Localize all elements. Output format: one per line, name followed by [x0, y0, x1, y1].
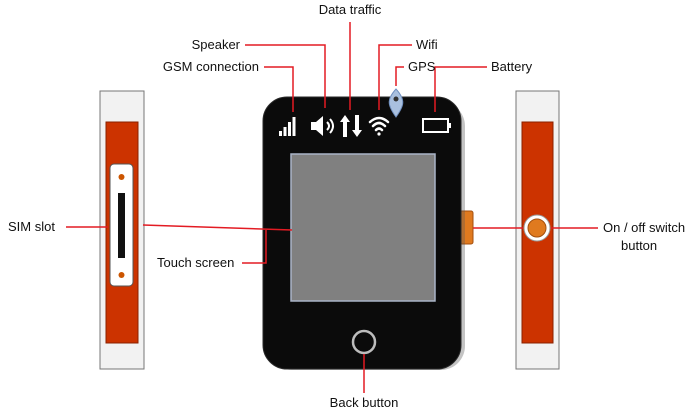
leader-gps	[395, 66, 404, 86]
leader-lines	[66, 22, 598, 393]
power-button	[527, 218, 547, 238]
speaker-icon	[311, 116, 334, 136]
wifi-icon	[368, 116, 390, 136]
sim-slot	[118, 193, 125, 258]
leader-gsm	[264, 66, 294, 112]
touch-screen	[290, 153, 436, 302]
back-button-icon	[351, 329, 377, 355]
leader-touch-screen-label	[242, 230, 267, 264]
sim-screw-top	[118, 174, 125, 180]
battery-icon	[422, 118, 451, 133]
label-on-off-line1: On / off switch	[603, 220, 685, 235]
data-arrows-icon	[340, 115, 362, 137]
left-side-view	[99, 90, 145, 370]
gps-pin-icon	[388, 88, 404, 118]
leader-speaker	[245, 44, 326, 108]
signal-bars-icon	[279, 117, 296, 136]
right-side-view	[515, 90, 560, 370]
leader-wifi	[378, 44, 412, 110]
leader-battery	[434, 66, 487, 112]
leader-touch-screen	[142, 224, 293, 231]
sim-screw-bottom	[118, 272, 125, 278]
label-on-off-line2: button	[621, 238, 657, 253]
label-back-button: Back button	[330, 395, 399, 410]
label-gps: GPS	[408, 59, 436, 74]
label-sim-slot: SIM slot	[8, 219, 55, 234]
label-gsm-connection: GSM connection	[163, 59, 259, 74]
label-speaker: Speaker	[192, 37, 241, 52]
device-front	[262, 96, 474, 370]
label-battery: Battery	[491, 59, 533, 74]
label-data-traffic: Data traffic	[319, 2, 382, 17]
label-touch-screen: Touch screen	[157, 255, 234, 270]
label-wifi: Wifi	[416, 37, 438, 52]
